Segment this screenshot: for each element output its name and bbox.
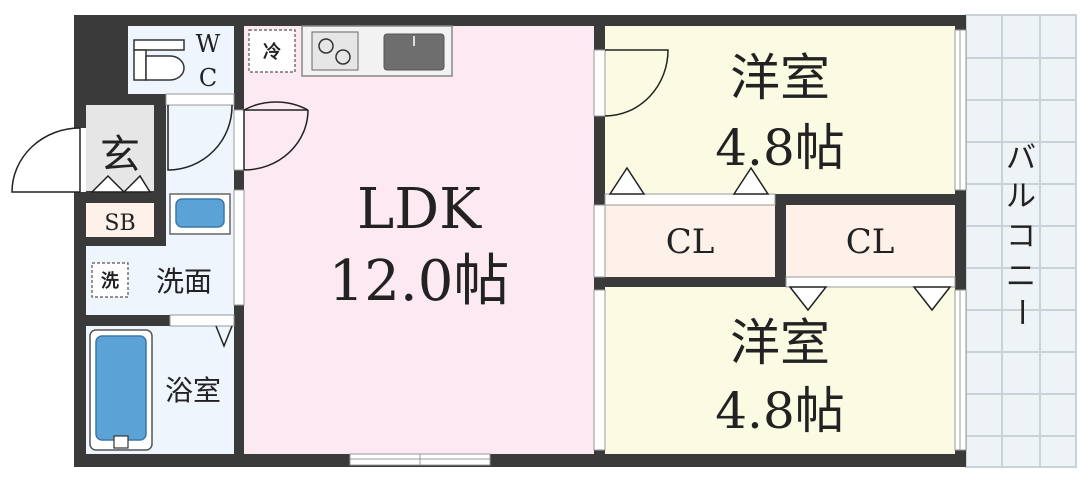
balcony-char: ル [1006,179,1036,214]
bathroom-label: 浴室 [165,374,221,407]
closet-1-doors [604,166,776,206]
western-room-1-name-label: 洋室 [730,49,830,107]
entrance-door [11,127,86,193]
balcony-label: バ ル コ ニ ー [1003,141,1038,327]
western-room-2-partition [593,289,606,451]
shoe-box-floor [86,203,154,237]
closet-2-label: CL [846,222,895,262]
ldk-door [233,101,309,171]
western-room-1-door [593,49,669,117]
washer-space [91,262,129,298]
closet-1-partition [593,204,606,278]
ldk-window [349,453,491,466]
fridge-space [248,29,296,73]
balcony-char: ー [1003,297,1038,327]
western-room-2-size-label: 4.8帖 [715,382,845,440]
hallway-floor [166,105,234,191]
western-room-1-floor [605,26,955,194]
sink [383,33,445,71]
toilet-fixture [133,39,185,81]
ldk-name-label: LDK [357,177,482,242]
ldk-size-label: 12.0帖 [329,249,510,314]
western-room-2-floor [605,287,955,454]
wash-basin [169,193,231,235]
stove [311,31,359,71]
closet-2-doors [785,276,956,312]
washroom-door [233,189,245,306]
balcony-char: ニ [1006,259,1036,294]
shoe-box-doors [90,174,152,193]
balcony [965,14,1077,468]
bathtub [89,329,153,451]
burner-icon [318,38,334,54]
toilet-label-bottom: C [199,64,217,92]
closet-1-floor [605,205,775,277]
ldk-floor [244,26,594,454]
western-room-2-name-label: 洋室 [730,314,830,372]
washer-label: 洗 [101,270,119,292]
closet-2-floor [786,205,955,277]
closet-1-label: CL [666,222,715,262]
bathroom-door [169,314,235,349]
balcony-windows [954,29,967,451]
burner-icon [335,49,351,65]
western-room-1-size-label: 4.8帖 [715,119,845,177]
shoe-box-label: SB [104,211,135,236]
balcony-char: コ [1006,219,1036,254]
balcony-char: バ [1006,141,1036,176]
fridge-label: 冷 [263,41,281,63]
toilet-door [165,93,235,171]
toilet-label-top: W [196,30,221,58]
kitchen-counter [301,25,453,77]
washroom-label: 洗面 [156,265,212,298]
entrance-floor [86,105,154,191]
entrance-label: 玄 [100,132,140,178]
